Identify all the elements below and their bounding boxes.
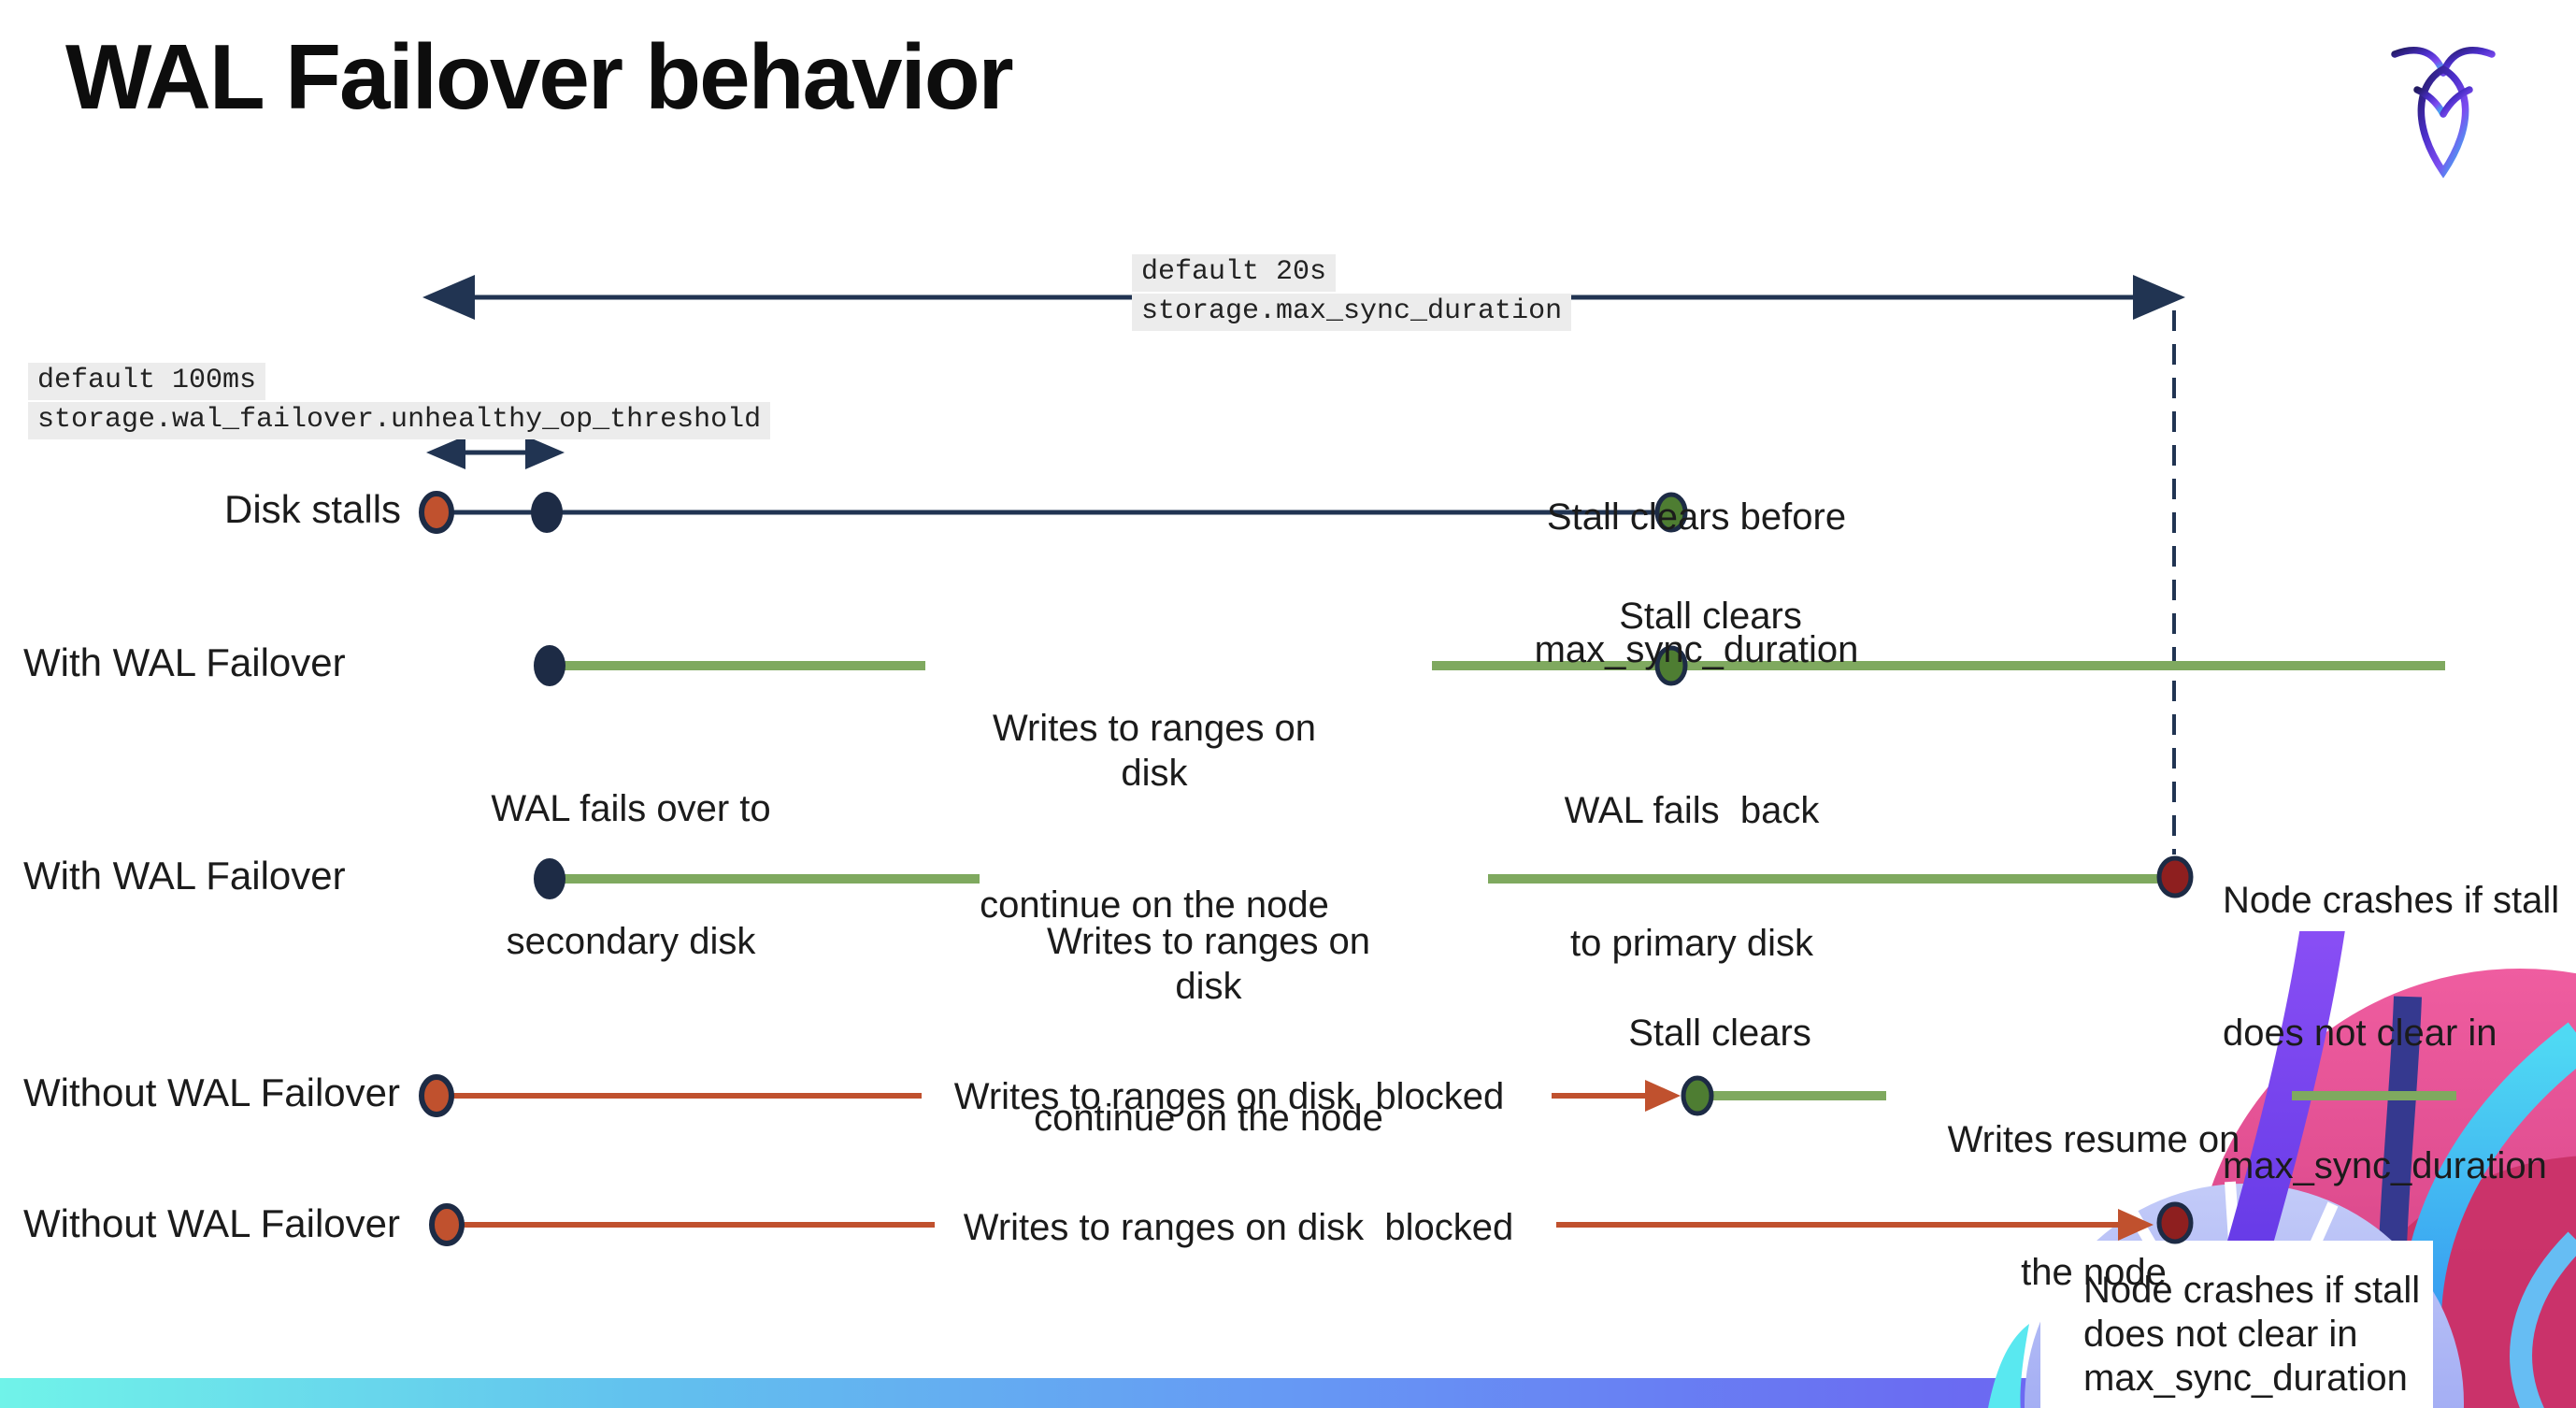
setting-name: storage.wal_failover.unhealthy_op_thresh… xyxy=(28,402,771,439)
setting-default-value: default 100ms xyxy=(28,363,266,400)
crash-callout-box: Node crashes if stall does not clear in … xyxy=(2040,1241,2433,1408)
crash-note-line: max_sync_duration xyxy=(2083,1358,2408,1400)
setting-name: storage.max_sync_duration xyxy=(1132,294,1572,331)
r4-writes-blocked-note: Writes to ranges on disk blocked xyxy=(953,1076,1505,1117)
r2-writes-continue-note: Writes to ranges on disk continue on the… xyxy=(963,619,1346,1016)
logo-branch-right xyxy=(2440,86,2473,118)
logo-antenna-left xyxy=(2391,47,2447,77)
note-line: Writes to ranges on disk xyxy=(992,708,1327,794)
setting-default-value: default 20s xyxy=(1132,254,1337,292)
note-line: continue on the node xyxy=(980,884,1329,927)
note-line: WAL fails over to xyxy=(491,788,771,830)
failover-dot-r2 xyxy=(534,645,565,686)
r2-stall-clears-note: Stall clears xyxy=(1619,596,1802,637)
note-line: max_sync_duration xyxy=(2223,1144,2547,1186)
stall-clears-dot-r4 xyxy=(1681,1075,1714,1116)
note-line: Stall clears before xyxy=(1546,496,1847,539)
logo-glyph xyxy=(2391,47,2496,179)
row-label-with-wal-failover-1: With WAL Failover xyxy=(23,640,346,684)
note-line: Node crashes if stall xyxy=(2223,880,2560,922)
logo-antenna-right xyxy=(2440,47,2496,77)
logo-body xyxy=(2417,65,2469,179)
cockroachdb-logo-icon xyxy=(2391,47,2496,179)
note-line: Writes resume on xyxy=(1947,1119,2240,1161)
crash-note-line: does not clear in xyxy=(2083,1314,2358,1356)
note-line: secondary disk xyxy=(506,920,756,962)
note-line: does not clear in xyxy=(2223,1012,2497,1054)
note-line: WAL fails back xyxy=(1564,790,1820,832)
row-label-without-wal-failover-1: Without WAL Failover xyxy=(23,1070,400,1114)
note-line: continue on the node xyxy=(1034,1098,1383,1140)
row-label-disk-stalls: Disk stalls xyxy=(224,487,402,531)
r4-stall-clears-note: Stall clears xyxy=(1628,1013,1811,1054)
row-label-with-wal-failover-2: With WAL Failover xyxy=(23,854,346,898)
art-cyan-arc-small xyxy=(2510,1231,2576,1408)
art-cyan-sliver xyxy=(1988,1324,2029,1408)
stall-start-dot-r5 xyxy=(429,1203,465,1246)
note-line: Writes to ranges on disk xyxy=(1046,921,1381,1007)
crash-note-line: Node crashes if stall xyxy=(2083,1270,2421,1311)
r4-red-arrow xyxy=(1552,1080,1681,1112)
page-title: WAL Failover behavior xyxy=(65,25,1014,128)
r4-writes-resume-note: Writes resume on the node xyxy=(1907,1030,2281,1384)
r2-failback-note: WAL fails back to primary disk xyxy=(1505,701,1879,1055)
r3-writes-continue-note: Writes to ranges on disk continue on the… xyxy=(1017,832,1400,1229)
row-label-without-wal-failover-2: Without WAL Failover xyxy=(23,1201,400,1245)
max-sync-duration-setting-label: default 20s storage.max_sync_duration xyxy=(1132,254,1572,333)
node-crash-dot-r3 xyxy=(2156,855,2194,898)
r3-node-crash-note: Node crashes if stall does not clear in … xyxy=(2223,791,2576,1276)
r2-failover-note: WAL fails over to secondary disk xyxy=(439,699,823,1053)
note-line: to primary disk xyxy=(1569,922,1814,964)
note-line: the node xyxy=(2021,1251,2167,1293)
threshold-reached-dot xyxy=(531,492,563,533)
unhealthy-op-threshold-setting-label: default 100ms storage.wal_failover.unhea… xyxy=(28,363,771,441)
r5-writes-blocked-note: Writes to ranges on disk blocked xyxy=(963,1207,1514,1248)
disk-stall-start-dot xyxy=(419,491,454,534)
stall-start-dot-r4 xyxy=(419,1074,454,1117)
